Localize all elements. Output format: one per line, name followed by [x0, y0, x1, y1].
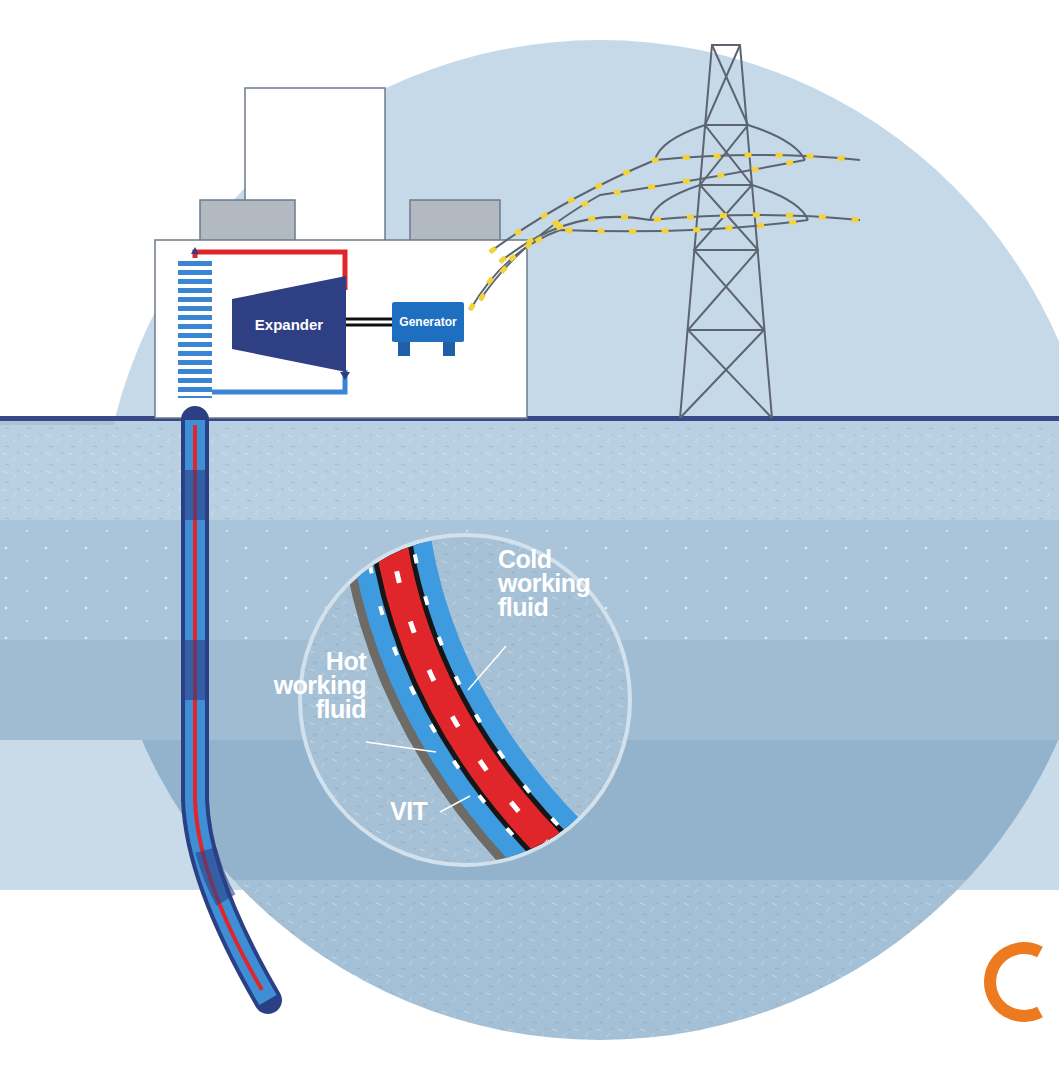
callout-label: Cold working fluid	[498, 548, 610, 619]
callout-label: VIT	[390, 800, 450, 824]
shaft-connector	[346, 319, 392, 325]
callout-label: Hot working fluid	[262, 650, 366, 721]
expander-turbine: Expander	[232, 276, 346, 372]
node-text: Generator	[399, 315, 456, 329]
generator-box: Generator	[392, 302, 464, 342]
node-text: Expander	[255, 316, 323, 333]
